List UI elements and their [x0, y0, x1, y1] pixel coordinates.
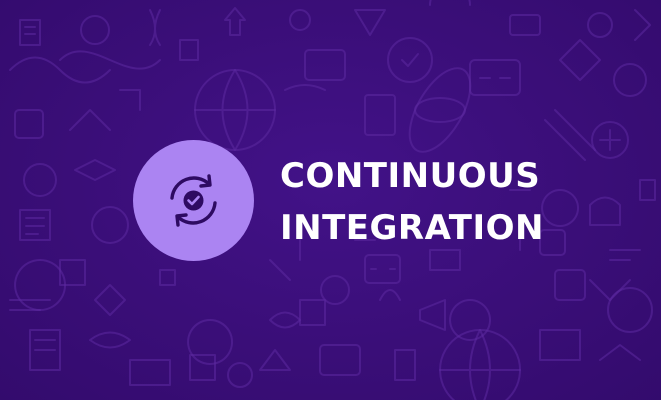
sync-check-icon	[170, 174, 217, 227]
title-line-1: CONTINUOUS	[280, 156, 541, 196]
title-line-2: INTEGRATION	[280, 208, 544, 248]
badge	[133, 140, 254, 261]
page-title: CONTINUOUS INTEGRATION	[280, 150, 544, 254]
